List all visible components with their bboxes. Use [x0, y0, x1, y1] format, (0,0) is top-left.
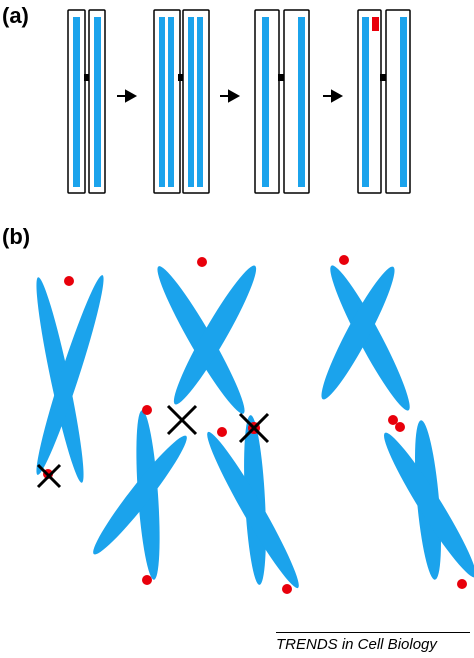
chromosome-1 [36, 275, 104, 489]
chromosome-outline [182, 9, 210, 194]
crossover-x-icon [36, 463, 62, 489]
panel-label-b: (b) [2, 224, 31, 249]
telomere-dot [388, 415, 398, 425]
chromatid [36, 275, 104, 475]
chromatid [321, 266, 395, 400]
stage-4-chromosome-pair [357, 9, 411, 194]
stage-2-chromosome-pair [153, 9, 210, 194]
telomere-dot [457, 579, 467, 589]
arrow-right-icon [323, 89, 344, 103]
arrow-right-icon [117, 89, 138, 103]
centromere [84, 74, 90, 81]
centromere [380, 74, 386, 81]
chromatid [298, 17, 305, 187]
chromatid [384, 432, 474, 578]
centromere [278, 74, 284, 81]
chromosome-outline [357, 9, 382, 194]
telomere-dot [197, 257, 207, 267]
chromatid [73, 17, 80, 187]
telomere-dot [395, 422, 405, 432]
telomere-dot [142, 405, 152, 415]
chromosome-6 [384, 420, 474, 589]
chromatid [197, 17, 203, 187]
chromatid [93, 435, 187, 555]
panel-b [36, 255, 474, 594]
chromosome-5 [321, 255, 410, 425]
stage-3-chromosome-pair [254, 9, 310, 194]
telomere-dot [217, 427, 227, 437]
telomere-dot [64, 276, 74, 286]
chromosome-outline [283, 9, 310, 194]
chromatid [330, 265, 410, 411]
journal-credit: TRENDS in Cell Biology [276, 632, 470, 653]
panel-a [67, 9, 411, 194]
chromatid [400, 17, 407, 187]
telomere-dot [282, 584, 292, 594]
chromatid [188, 17, 194, 187]
chromatid [173, 265, 257, 405]
chromosome-3 [93, 404, 198, 585]
chromosome-2 [157, 257, 257, 414]
panel-label-a: (a) [2, 3, 29, 28]
chromatid [262, 17, 269, 187]
telomere-dot [142, 575, 152, 585]
arrow-right-icon [220, 89, 241, 103]
centromere [178, 74, 184, 81]
chromatid [94, 17, 101, 187]
chromatid [168, 17, 174, 187]
chromatid [362, 17, 369, 187]
chromosome-4 [207, 412, 299, 594]
stage-1-chromosome-pair [67, 9, 106, 194]
chromatid [207, 431, 299, 589]
crossover-x-icon [238, 412, 270, 444]
chromosome-outline [153, 9, 181, 194]
telomere-marker [372, 17, 379, 31]
crossover-x-icon [166, 404, 198, 436]
chromatid [159, 17, 165, 187]
telomere-dot [339, 255, 349, 265]
